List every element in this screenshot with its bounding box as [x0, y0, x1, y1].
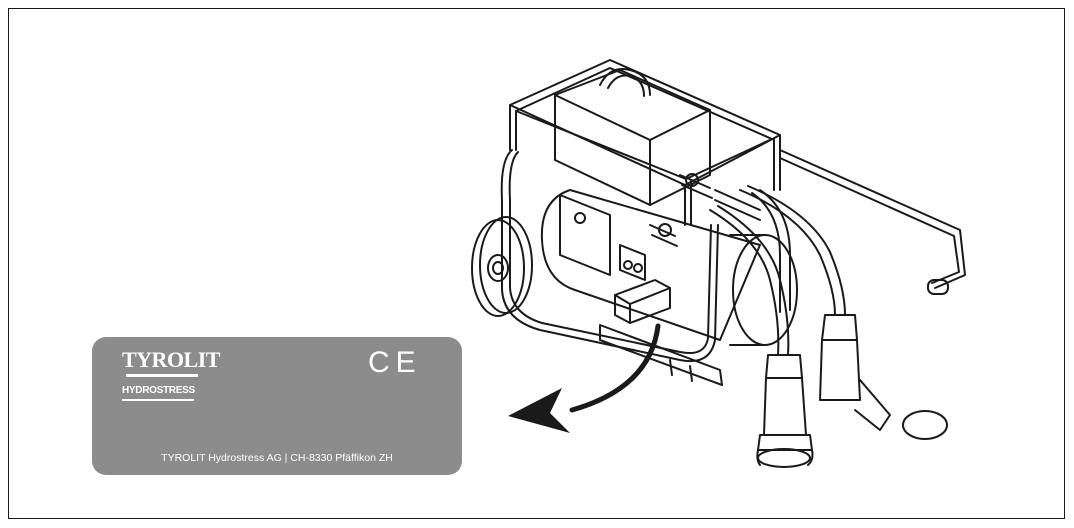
- cable-right: [739, 185, 948, 440]
- plate-address: TYROLIT Hydrostress AG | CH-8330 Pfäffik…: [161, 452, 393, 464]
- curved-arrow-icon: [508, 323, 661, 433]
- logo-underline: [122, 399, 194, 401]
- ce-mark: CE: [368, 346, 422, 379]
- type-plate: TYROLIT HYDROSTRESS CE TYROLIT Hydrostre…: [92, 337, 462, 475]
- logo-sub-brand-text: HYDROSTRESS: [122, 385, 195, 396]
- logo-bar: [126, 374, 198, 377]
- cable-left: [709, 205, 814, 468]
- control-box: [559, 194, 646, 281]
- base: [599, 324, 723, 386]
- page-frame: [8, 8, 1065, 519]
- power-pack-illustration: [471, 59, 966, 468]
- couplings: [649, 173, 761, 247]
- tyrolit-logo: TYROLIT HYDROSTRESS: [122, 347, 220, 406]
- frame-tube: [500, 59, 966, 362]
- wheel: [471, 216, 533, 317]
- motor-box: [554, 68, 711, 206]
- socket-box: [614, 279, 671, 324]
- tank: [540, 189, 798, 346]
- logo-brand-text: TYROLIT: [122, 347, 220, 372]
